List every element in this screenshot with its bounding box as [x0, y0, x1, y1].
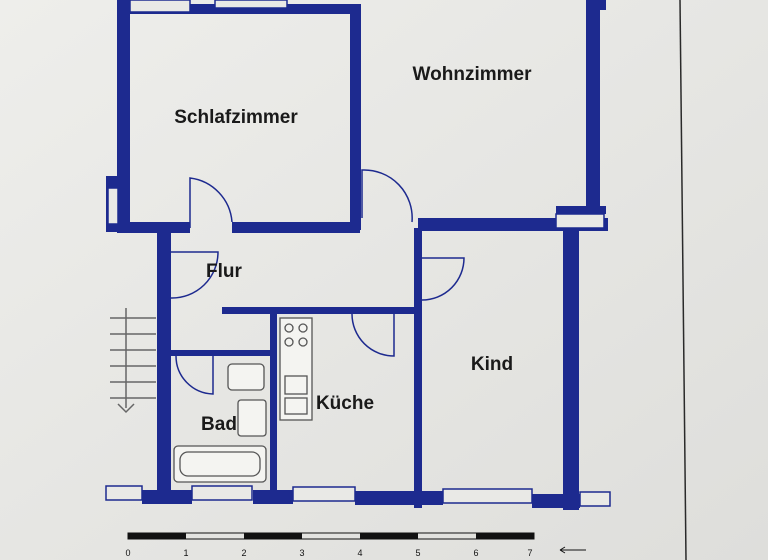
- scale-tick-0: 0: [125, 548, 130, 558]
- wall-hall-left: [157, 232, 171, 504]
- wall-kind-left: [414, 228, 422, 508]
- room-label-flur: Flur: [206, 261, 242, 282]
- windows: [105, 0, 611, 507]
- scale-bar-segment: [244, 533, 302, 539]
- room-label-wohnzimmer: Wohnzimmer: [413, 64, 533, 85]
- scale-tick-7: 7: [527, 548, 532, 558]
- wall-corner-top: [556, 206, 606, 214]
- wall-bottom-1: [142, 490, 192, 504]
- kitchen-sink-icon: [284, 397, 308, 415]
- wall-bedroom-right: [350, 4, 361, 230]
- stove-burner-icon: [284, 337, 294, 347]
- staircase: [110, 308, 156, 414]
- scale-tick-2: 2: [241, 548, 246, 558]
- wall-kind-right: [563, 220, 579, 510]
- window-bedroom-top: [129, 0, 191, 13]
- scale-tick-4: 4: [357, 548, 362, 558]
- window-bedroom-left: [107, 187, 119, 225]
- scale-bar-segment: [476, 533, 534, 539]
- wall-bedroom-bottom-left: [117, 222, 190, 233]
- window-bottom-left: [105, 485, 143, 501]
- bath-fixtures: [173, 363, 267, 483]
- walls: [106, 0, 608, 510]
- room-label-bad: Bad: [201, 414, 237, 435]
- room-label-kind: Kind: [471, 354, 513, 375]
- wall-bottom-4: [532, 494, 580, 508]
- door-kitchen: [351, 313, 395, 357]
- door-kind: [421, 257, 465, 301]
- wall-bedroom-top: [118, 4, 358, 14]
- kitchen-counter: [279, 317, 313, 421]
- toilet-icon: [227, 363, 265, 391]
- scale-tick-3: 3: [299, 548, 304, 558]
- doors: [170, 169, 465, 395]
- scale-tick-1: 1: [183, 548, 188, 558]
- door-bedroom: [189, 177, 233, 228]
- scale-bar: 0 1 2 3 4 5 6 7: [125, 532, 586, 558]
- washbasin-icon: [237, 399, 267, 437]
- stove-burner-icon: [298, 337, 308, 347]
- wall-bath-kitchen: [270, 312, 277, 502]
- stove-burner-icon: [284, 323, 294, 333]
- bathtub-inner-icon: [179, 451, 261, 477]
- door-living: [361, 169, 413, 223]
- wall-bottom-2: [253, 490, 293, 504]
- wall-corner-cap: [598, 0, 606, 10]
- stove-burner-icon: [298, 323, 308, 333]
- wall-bottom-3: [355, 491, 443, 505]
- door-bath: [175, 355, 214, 395]
- window-kitchen: [292, 486, 356, 502]
- scale-bar-segment: [128, 533, 186, 539]
- scale-tick-6: 6: [473, 548, 478, 558]
- window-bath: [191, 485, 253, 501]
- wall-bedroom-bottom-right: [232, 222, 360, 233]
- room-label-schlafzimmer: Schlafzimmer: [174, 107, 298, 128]
- room-label-kueche: Küche: [316, 393, 374, 414]
- window-bottom-right: [579, 491, 611, 507]
- kitchen-sink-icon: [284, 375, 308, 395]
- scale-tick-5: 5: [415, 548, 420, 558]
- window-bedroom-top-2: [214, 0, 288, 9]
- door-entrance: [170, 251, 219, 299]
- window-living-corner: [555, 213, 605, 229]
- wall-hall-bottom: [222, 307, 418, 314]
- wall-bath-top: [170, 350, 270, 356]
- sheet-edge-line: [679, 0, 687, 560]
- wall-bedroom-left: [117, 0, 130, 230]
- window-kind: [442, 488, 533, 504]
- scale-arrow-icon: [559, 546, 586, 554]
- scale-bar-segment: [360, 533, 418, 539]
- wall-living-right: [586, 0, 600, 228]
